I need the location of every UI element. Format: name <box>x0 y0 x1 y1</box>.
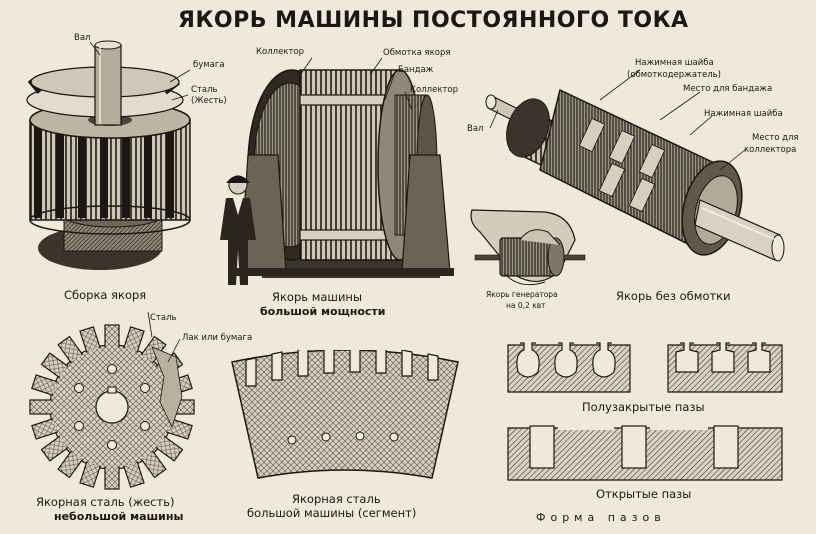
large-armature-illustration <box>220 57 454 285</box>
bare-label-pressure-washer-2: Нажимная шайба <box>704 109 783 119</box>
segment-caption-line1: Якорная сталь <box>292 492 381 506</box>
bare-label-band-place: Место для бандажа <box>683 84 773 94</box>
disc-label-steel: Сталь <box>150 313 177 323</box>
segment-caption-line2: большой машины (сегмент) <box>247 506 417 520</box>
open-slots-illustration <box>507 424 783 481</box>
bare-label-winding-holder: (обмоткодержатель) <box>627 70 721 80</box>
large-caption-line2: большой мощности <box>260 305 386 318</box>
slots-label-half-closed: Полузакрытые пазы <box>582 400 705 414</box>
large-label-collector-right: Коллектор <box>410 85 459 95</box>
bare-label-collector-place-2: коллектора <box>744 145 797 155</box>
poster-title: ЯКОРЬ МАШИНЫ ПОСТОЯННОГО ТОКА <box>178 8 689 33</box>
generator-caption-line1: Якорь генератора <box>486 290 558 299</box>
bare-caption: Якорь без обмотки <box>616 289 731 303</box>
assembly-caption: Сборка якоря <box>64 288 147 302</box>
assembly-label-paper: бумага <box>193 60 225 70</box>
assembly-label-tin: (Жесть) <box>191 96 227 106</box>
small-steel-disc-illustration <box>29 311 195 490</box>
disc-caption-line2: небольшой машины <box>54 510 184 523</box>
disc-label-lacquer: Лак или бумага <box>182 333 253 343</box>
armature-assembly-illustration <box>26 40 191 270</box>
bare-label-shaft: Вал <box>467 124 484 134</box>
slots-label-open: Открытые пазы <box>596 487 692 501</box>
half-closed-slots-illustration <box>507 342 783 393</box>
slots-section-title: Форма пазов <box>536 511 666 524</box>
disc-caption-line1: Якорная сталь (жесть) <box>36 495 175 509</box>
generator-caption-line2: на 0,2 квт <box>506 301 546 310</box>
assembly-label-steel: Сталь <box>191 85 218 95</box>
bare-armature-illustration <box>485 69 785 262</box>
large-label-band: Бандаж <box>398 65 434 75</box>
bare-label-collector-place-1: Место для <box>752 133 799 143</box>
assembly-label-shaft: Вал <box>74 33 91 43</box>
large-label-collector-left: Коллектор <box>256 47 305 57</box>
large-label-winding: Обмотка якоря <box>383 48 451 58</box>
steel-segment-illustration <box>231 338 459 479</box>
bare-label-pressure-washer: Нажимная шайба <box>635 58 714 68</box>
large-caption-line1: Якорь машины <box>272 290 363 304</box>
generator-armature-illustration <box>470 209 586 286</box>
